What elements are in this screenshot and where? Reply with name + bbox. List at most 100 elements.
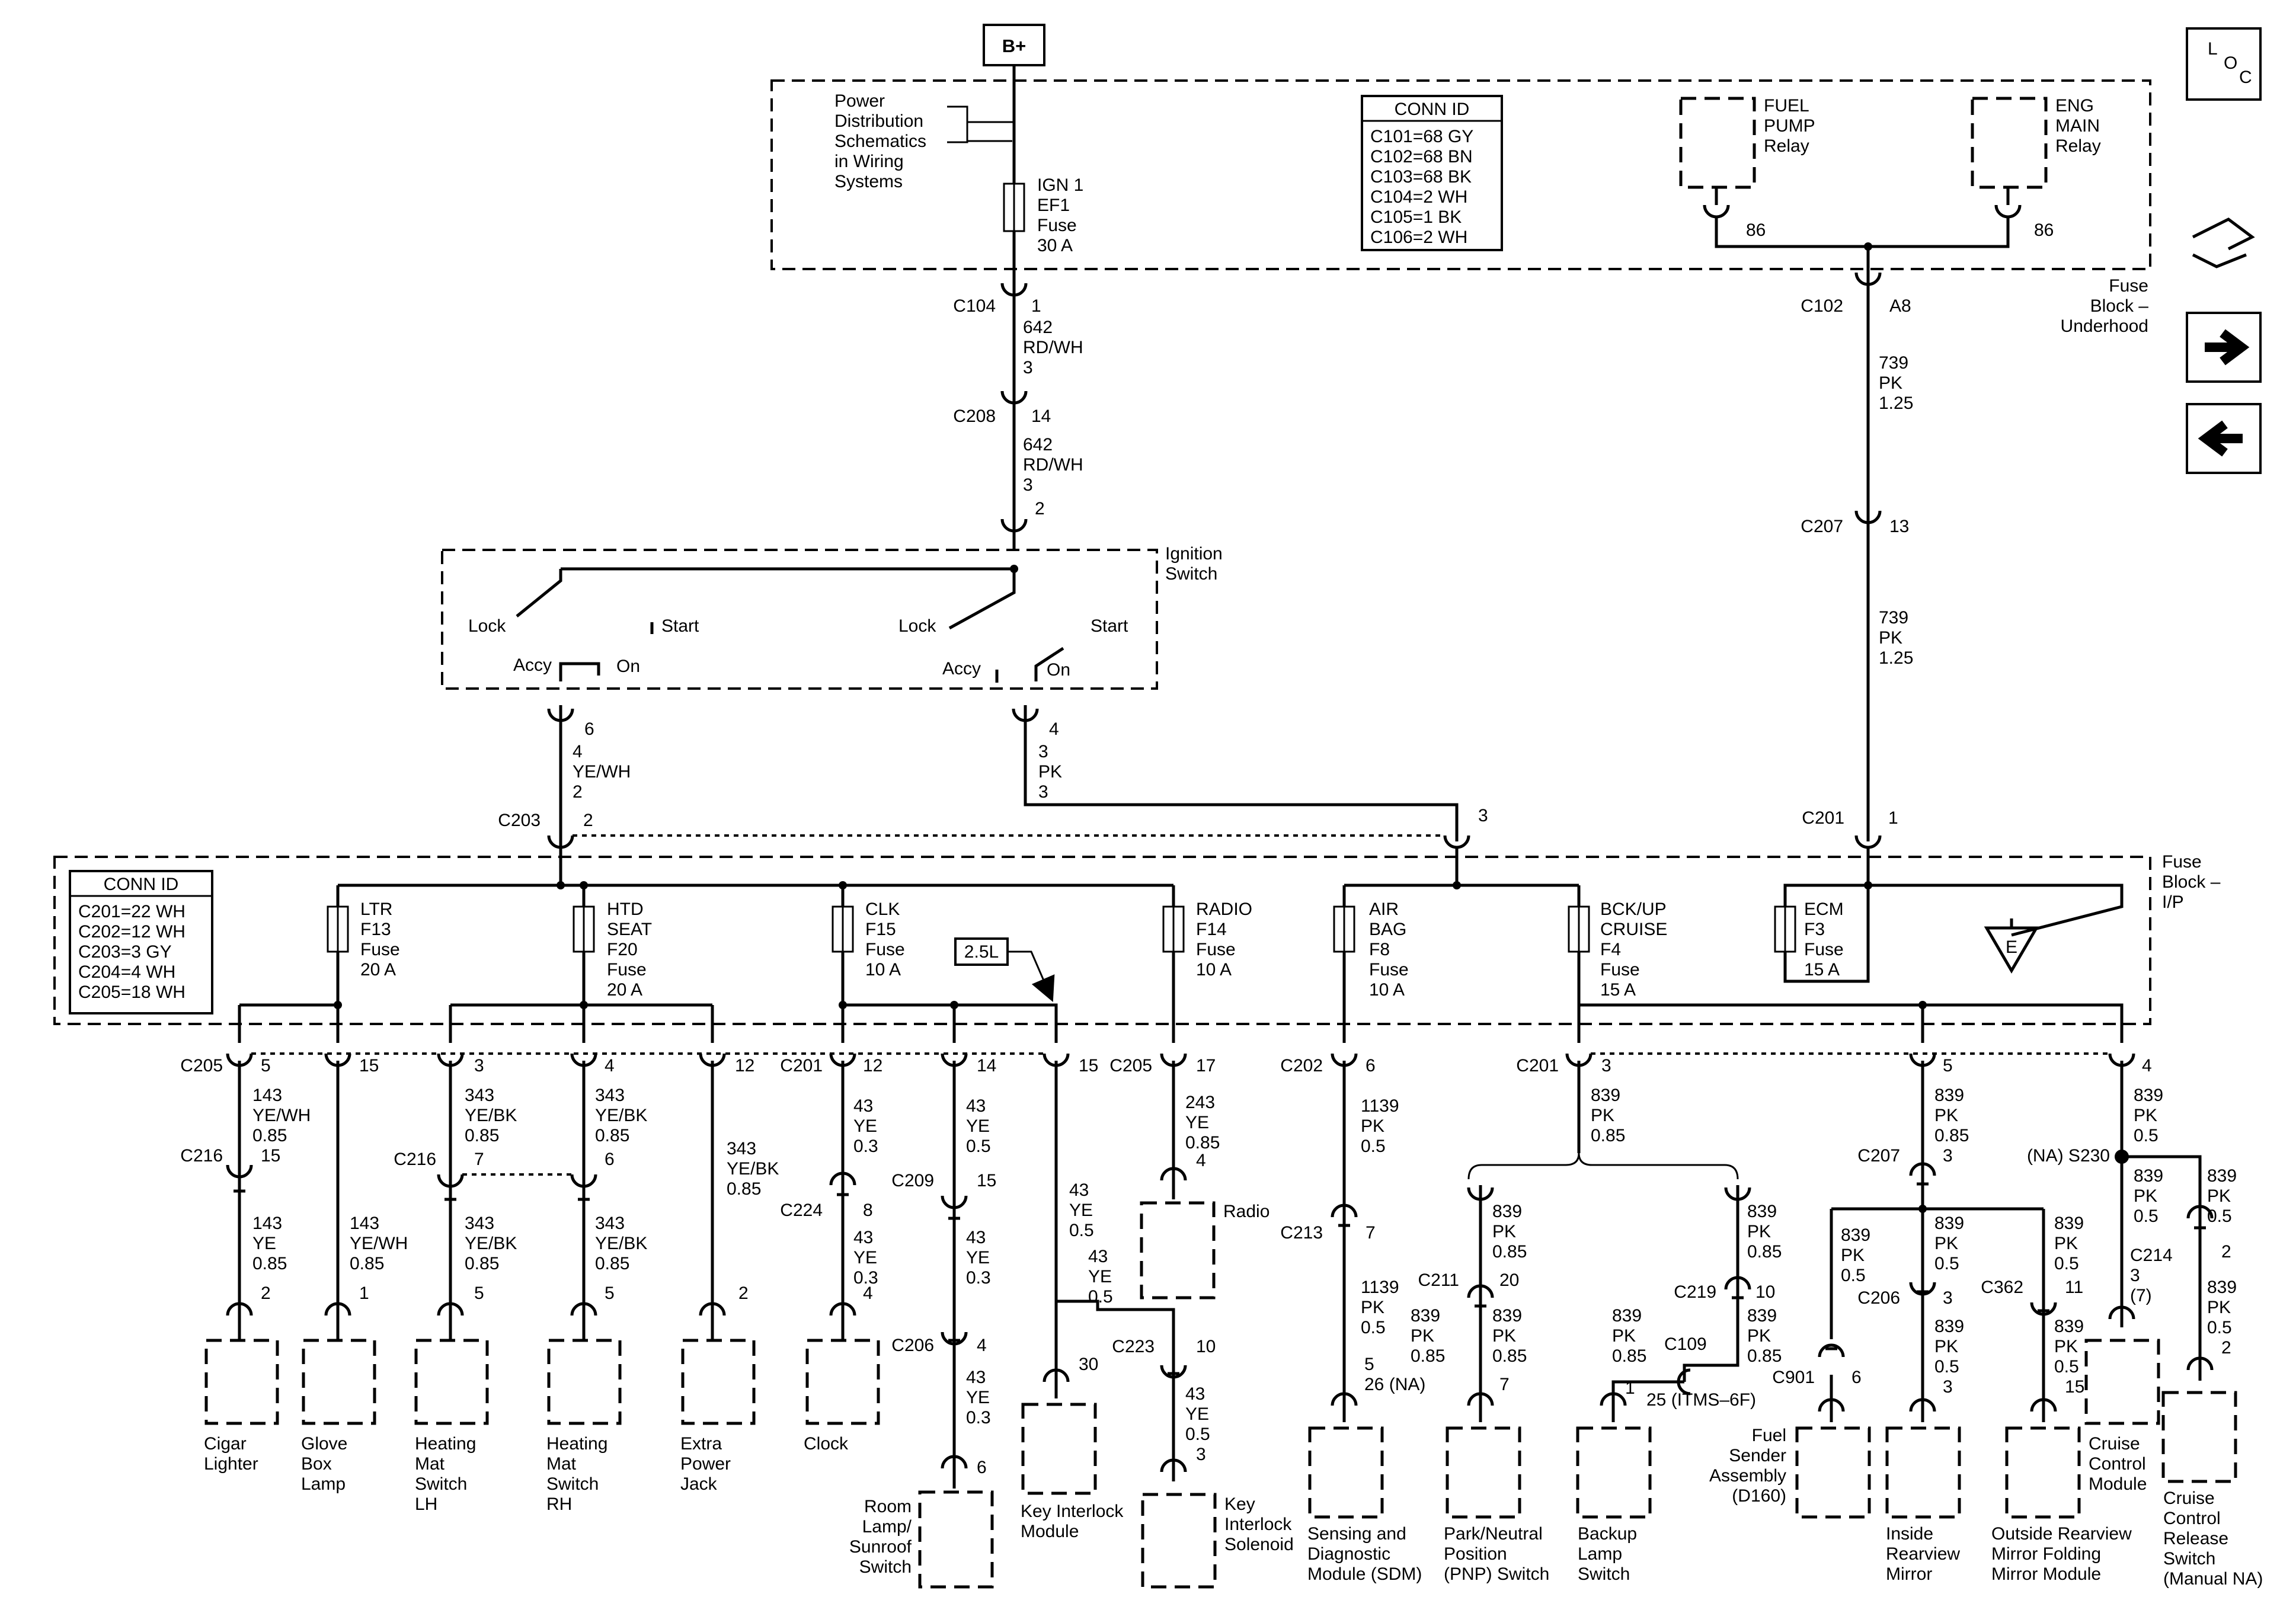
svg-text:Schematics: Schematics <box>834 132 926 151</box>
svg-text:Block –: Block – <box>2162 872 2221 892</box>
svg-text:Diagnostic: Diagnostic <box>1307 1544 1390 1564</box>
svg-text:C102: C102 <box>1801 296 1843 316</box>
svg-text:Fuse: Fuse <box>1369 960 1409 980</box>
svg-text:SEAT: SEAT <box>607 920 652 939</box>
svg-text:Switch: Switch <box>415 1474 467 1494</box>
fuse-f4: BCK/UP CRUISE F4 Fuse 15 A <box>1568 900 1667 1000</box>
svg-text:Fuse: Fuse <box>2109 276 2148 296</box>
svg-text:C205: C205 <box>1109 1056 1152 1076</box>
svg-text:Interlock: Interlock <box>1224 1515 1292 1534</box>
svg-text:Mat: Mat <box>546 1454 577 1474</box>
fuse-f13: LTR F13 Fuse 20 A <box>327 900 400 980</box>
svg-text:0.85: 0.85 <box>727 1179 761 1199</box>
svg-text:Fuse: Fuse <box>2162 852 2202 872</box>
loc-icon[interactable]: L O C <box>2186 27 2262 101</box>
svg-text:12: 12 <box>863 1056 882 1076</box>
svg-text:PK: PK <box>1879 628 1902 648</box>
svg-text:86: 86 <box>1746 220 1766 240</box>
svg-text:43: 43 <box>1185 1384 1205 1404</box>
svg-text:839: 839 <box>1612 1306 1642 1326</box>
svg-text:6: 6 <box>977 1458 987 1477</box>
svg-text:PK: PK <box>1038 762 1062 782</box>
svg-text:0.85: 0.85 <box>252 1126 287 1145</box>
svg-text:BAG: BAG <box>1369 920 1406 939</box>
svg-text:15: 15 <box>977 1171 996 1190</box>
connector-c207-right: C207 13 <box>1801 510 1909 536</box>
ignition-switch-positions: Lock Start Accy On Lock Start Accy On <box>468 616 1128 680</box>
svg-text:C109: C109 <box>1664 1334 1707 1354</box>
svg-text:10: 10 <box>1755 1282 1775 1302</box>
svg-text:10 A: 10 A <box>865 960 901 980</box>
svg-text:Room: Room <box>864 1497 912 1516</box>
svg-text:2: 2 <box>261 1283 271 1303</box>
ground-e-symbol: E <box>1984 918 2039 974</box>
ip-bus-right <box>1342 847 2124 937</box>
svg-text:C219: C219 <box>1674 1282 1716 1302</box>
previous-page-icon[interactable] <box>2186 403 2262 474</box>
svg-text:43: 43 <box>1069 1180 1089 1200</box>
svg-text:PK: PK <box>1934 1106 1958 1125</box>
svg-text:LTR: LTR <box>360 900 392 919</box>
svg-text:839: 839 <box>1591 1086 1620 1105</box>
svg-text:739: 739 <box>1879 353 1908 373</box>
svg-text:20 A: 20 A <box>360 960 396 980</box>
svg-text:3: 3 <box>1023 475 1033 495</box>
svg-text:0.85: 0.85 <box>350 1254 384 1273</box>
svg-text:143: 143 <box>252 1214 282 1233</box>
svg-text:839: 839 <box>1934 1214 1964 1233</box>
svg-text:PK: PK <box>1879 373 1902 393</box>
svg-text:6: 6 <box>1851 1368 1862 1387</box>
svg-text:Outside Rearview: Outside Rearview <box>1991 1524 2132 1544</box>
svg-text:PK: PK <box>1747 1326 1771 1346</box>
svg-text:Control: Control <box>2089 1454 2146 1474</box>
svg-text:Inside: Inside <box>1886 1524 1933 1544</box>
svg-text:0.5: 0.5 <box>2207 1206 2232 1226</box>
svg-text:4: 4 <box>977 1336 987 1355</box>
svg-text:C205: C205 <box>180 1056 223 1076</box>
svg-text:I/P: I/P <box>2162 892 2184 912</box>
svg-text:Relay: Relay <box>1764 136 1809 156</box>
svg-text:C203=3 GY: C203=3 GY <box>78 942 172 962</box>
svg-text:C201: C201 <box>1516 1056 1559 1076</box>
svg-text:839: 839 <box>2054 1317 2084 1336</box>
svg-text:3: 3 <box>1196 1445 1206 1464</box>
svg-text:Heating: Heating <box>546 1434 607 1454</box>
svg-text:ENG: ENG <box>2055 96 2094 116</box>
svg-text:0.5: 0.5 <box>1361 1318 1386 1337</box>
tools-icon[interactable] <box>2192 217 2255 268</box>
svg-text:HTD: HTD <box>607 900 644 919</box>
svg-text:0.85: 0.85 <box>252 1254 287 1273</box>
svg-text:C202: C202 <box>1280 1056 1323 1076</box>
svg-text:839: 839 <box>1934 1317 1964 1336</box>
fuse-block-underhood-label: Fuse Block – Underhood <box>2061 276 2149 336</box>
svg-text:Box: Box <box>301 1454 332 1474</box>
svg-text:2.5L: 2.5L <box>964 942 999 962</box>
svg-text:15: 15 <box>261 1146 280 1166</box>
svg-text:1: 1 <box>1888 808 1898 828</box>
circuit-room-lamp: 14 43 YE 0.5 C209 15 43 YE 0.3 C206 4 43… <box>849 1053 996 1589</box>
svg-text:839: 839 <box>1747 1306 1777 1326</box>
next-page-icon[interactable] <box>2186 312 2262 383</box>
svg-text:3: 3 <box>1038 782 1048 802</box>
svg-text:4: 4 <box>605 1056 615 1076</box>
svg-text:C211: C211 <box>1418 1270 1460 1290</box>
svg-text:839: 839 <box>1747 1202 1777 1221</box>
svg-text:4: 4 <box>1196 1151 1206 1170</box>
svg-text:Switch: Switch <box>546 1474 599 1494</box>
svg-text:PK: PK <box>1591 1106 1614 1125</box>
svg-text:5: 5 <box>1943 1056 1953 1076</box>
svg-text:PK: PK <box>1361 1116 1384 1136</box>
svg-text:86: 86 <box>2034 220 2054 240</box>
svg-text:Sensing and: Sensing and <box>1307 1524 1406 1544</box>
svg-text:F20: F20 <box>607 940 638 959</box>
svg-text:F15: F15 <box>865 920 896 939</box>
eng-main-relay: ENG MAIN Relay 86 <box>1971 96 2101 240</box>
wire-739-label-a: 739 PK 1.25 <box>1879 353 1913 413</box>
svg-text:43: 43 <box>966 1228 986 1247</box>
circuit-cruise-release-switch: 839 PK 0.5 2 839 PK 0.5 2 Cruise Control… <box>2161 1166 2263 1589</box>
svg-text:Lighter: Lighter <box>204 1454 258 1474</box>
svg-text:Switch: Switch <box>1165 564 1217 584</box>
svg-text:14: 14 <box>977 1056 996 1076</box>
svg-text:On: On <box>616 657 640 676</box>
svg-text:PK: PK <box>1934 1337 1958 1356</box>
